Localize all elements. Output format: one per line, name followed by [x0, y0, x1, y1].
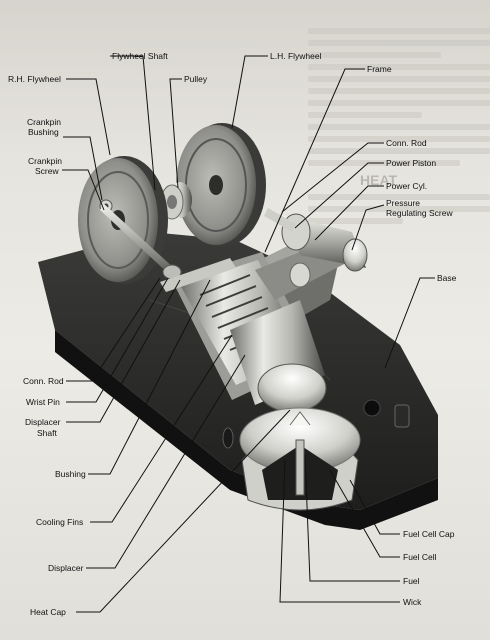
label-frame: Frame	[367, 64, 392, 74]
label-fuel-cell: Fuel Cell	[403, 552, 437, 562]
label-crankpin-bushing-line2: Bushing	[28, 127, 59, 137]
label-bushing: Bushing	[55, 469, 86, 479]
label-lh-flywheel: L.H. Flywheel	[270, 51, 322, 61]
label-rh-flywheel: R.H. Flywheel	[8, 74, 61, 84]
label-displacer-shaft-line2: Shaft	[37, 428, 57, 438]
label-flywheel-shaft: Flywheel Shaft	[112, 51, 168, 61]
label-fuel-cell-cap: Fuel Cell Cap	[403, 529, 455, 539]
label-crankpin-bushing-line1: Crankpin	[27, 117, 62, 127]
label-pressure-screw-line1: Pressure	[386, 198, 421, 208]
label-pulley: Pulley	[184, 74, 208, 84]
label-crankpin-screw-line2: Screw	[35, 166, 59, 176]
bleed-through-text: HEAT	[300, 22, 490, 302]
label-displacer: Displacer	[48, 563, 84, 573]
background-heading: HEAT	[360, 172, 398, 188]
label-pressure-screw-line2: Regulating Screw	[386, 208, 453, 218]
label-power-piston: Power Piston	[386, 158, 437, 168]
left-connecting-rod	[100, 204, 182, 280]
displacer-cylinder	[160, 252, 327, 413]
label-power-cyl: Power Cyl.	[386, 181, 428, 191]
label-conn-rod-left: Conn. Rod	[23, 376, 64, 386]
label-conn-rod-right: Conn. Rod	[386, 138, 427, 148]
label-crankpin-screw-line1: Crankpin	[28, 156, 63, 166]
label-cooling-fins: Cooling Fins	[36, 517, 84, 527]
leader-lines	[62, 55, 435, 613]
label-wick: Wick	[403, 597, 422, 607]
lh-flywheel	[176, 123, 266, 247]
fuel-cell	[239, 407, 361, 511]
label-base: Base	[437, 273, 457, 283]
label-fuel: Fuel	[403, 576, 420, 586]
label-wrist-pin: Wrist Pin	[26, 397, 60, 407]
rh-flywheel	[78, 156, 168, 284]
label-displacer-shaft-line1: Displacer	[25, 417, 61, 427]
label-heat-cap: Heat Cap	[30, 607, 66, 617]
power-cylinder	[255, 208, 368, 300]
